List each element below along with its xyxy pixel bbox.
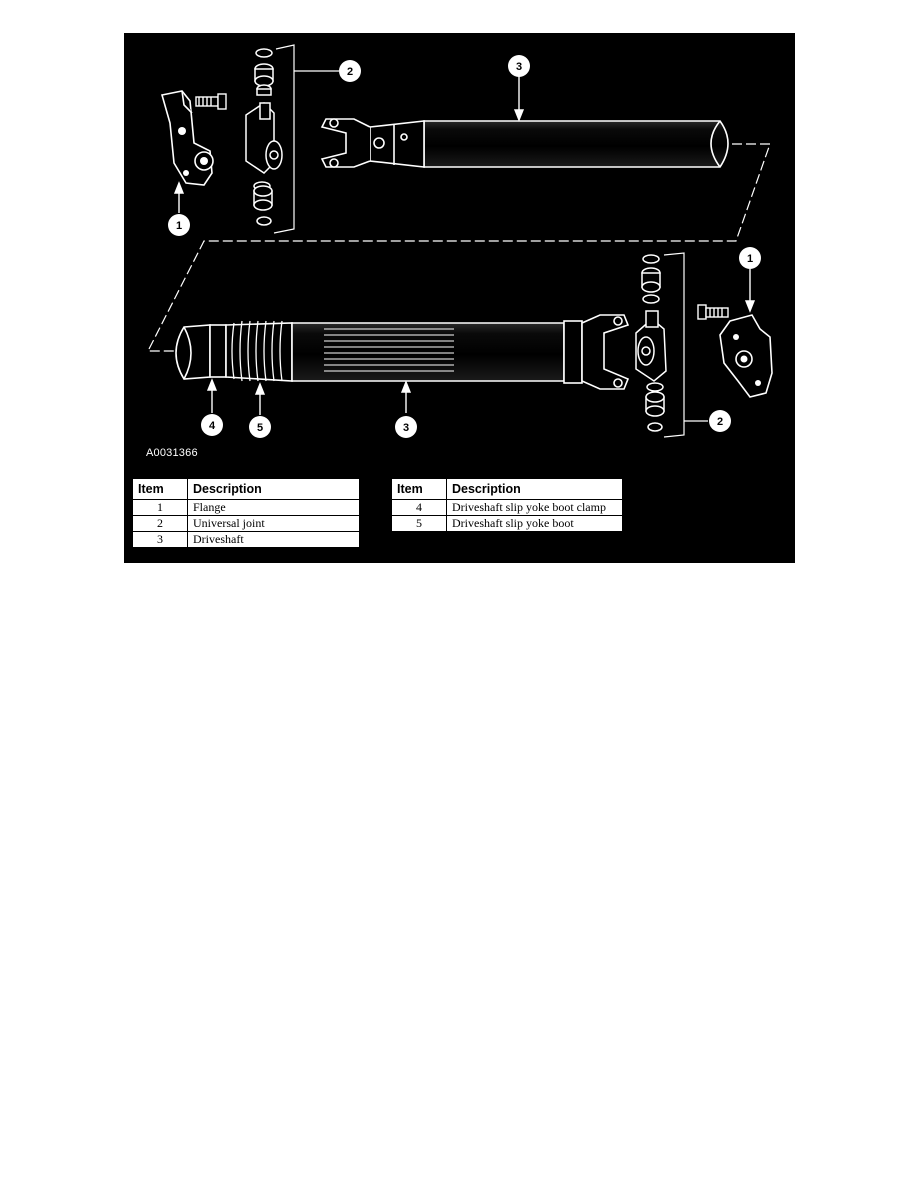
callout-label: 3 (403, 422, 409, 434)
top-flange-arrow (173, 181, 185, 213)
legend-item-number: 2 (132, 515, 188, 532)
assembly-dashed-guide (147, 143, 771, 352)
legend-item-number: 3 (132, 531, 188, 548)
legend-header-item: Item (132, 478, 188, 500)
callout-label: 2 (347, 66, 353, 78)
bottom-boot-ribs (231, 320, 283, 382)
top-flange-part (160, 90, 214, 186)
callout-bottom-ujoint: 2 (709, 410, 731, 432)
callout-bottom-shaft: 3 (395, 416, 417, 438)
legend-item-number: 5 (391, 515, 447, 532)
bottom-yoke-part (581, 314, 630, 390)
legend-row: 5 Driveshaft slip yoke boot (391, 515, 623, 532)
bottom-callout-arrows (206, 378, 412, 415)
figure-id-label: A0031366 (146, 447, 198, 459)
legend-table-right: Item Description 4 Driveshaft slip yoke … (391, 478, 623, 532)
bottom-spline-lines (324, 328, 454, 372)
top-ujoint-part (245, 48, 283, 226)
callout-top-flange: 1 (168, 214, 190, 236)
legend-item-description: Driveshaft (187, 531, 360, 548)
legend-row: 3 Driveshaft (132, 531, 360, 548)
top-bolt-part (195, 93, 227, 110)
legend-item-number: 4 (391, 499, 447, 516)
driveshaft-exploded-diagram: 1 2 3 1 2 4 5 3 A0031366 (124, 33, 795, 563)
legend-header-item: Item (391, 478, 447, 500)
bottom-flange-part (719, 314, 773, 398)
bottom-ujoint-bracket (663, 252, 708, 438)
bottom-bolt-part (697, 304, 729, 320)
top-ujoint-bracket (273, 44, 339, 234)
bottom-flange-arrow (744, 269, 756, 313)
diagram-artwork: 1 2 3 1 2 4 5 3 (147, 44, 773, 438)
callout-label: 3 (516, 61, 522, 73)
callout-top-ujoint: 2 (339, 60, 361, 82)
callout-bottom-clamp: 4 (201, 414, 223, 436)
legend-table-left: Item Description 1 Flange 2 Universal jo… (132, 478, 360, 548)
top-driveshaft-part (320, 118, 729, 168)
bottom-driveshaft-part (175, 320, 583, 384)
legend-header-description: Description (187, 478, 360, 500)
callout-label: 1 (747, 253, 753, 265)
callout-label: 5 (257, 422, 263, 434)
legend-header-description: Description (446, 478, 623, 500)
legend-item-description: Driveshaft slip yoke boot clamp (446, 499, 623, 516)
legend-header-row: Item Description (132, 478, 360, 500)
callout-label: 4 (209, 420, 216, 432)
legend-item-number: 1 (132, 499, 188, 516)
callout-label: 2 (717, 416, 723, 428)
legend-item-description: Flange (187, 499, 360, 516)
callout-label: 1 (176, 220, 182, 232)
callout-bottom-flange: 1 (739, 247, 761, 269)
callout-bottom-boot: 5 (249, 416, 271, 438)
bottom-ujoint-part (635, 254, 667, 432)
top-shaft-arrow (513, 75, 525, 122)
legend-item-description: Universal joint (187, 515, 360, 532)
legend-row: 2 Universal joint (132, 515, 360, 532)
callout-top-shaft: 3 (508, 55, 530, 77)
legend-row: 1 Flange (132, 499, 360, 516)
legend-row: 4 Driveshaft slip yoke boot clamp (391, 499, 623, 516)
legend-item-description: Driveshaft slip yoke boot (446, 515, 623, 532)
legend-header-row: Item Description (391, 478, 623, 500)
